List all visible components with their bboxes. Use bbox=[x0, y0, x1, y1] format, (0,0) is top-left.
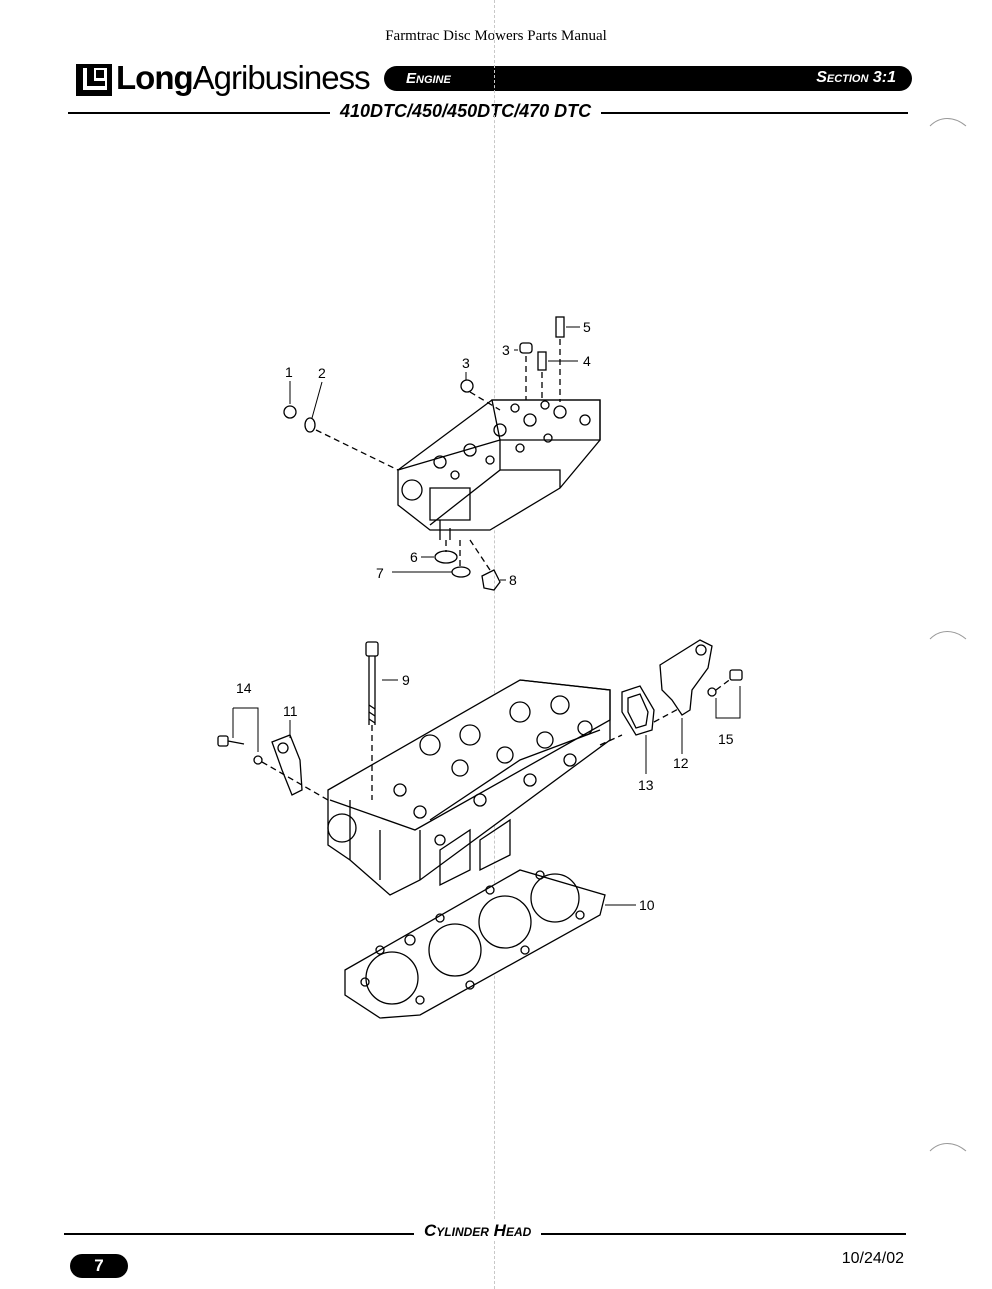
part-7-seal bbox=[451, 566, 471, 578]
part-8-plug bbox=[481, 569, 501, 591]
brand-name: LongAgribusiness bbox=[116, 58, 371, 98]
brand-regular: Agribusiness bbox=[192, 59, 371, 96]
callout-11: 11 bbox=[283, 703, 298, 719]
callout-4: 4 bbox=[583, 353, 591, 369]
scan-fold-line bbox=[494, 0, 495, 1289]
part-5-guide bbox=[555, 316, 565, 338]
lower-cylinder-head bbox=[327, 679, 611, 896]
callout-15: 15 bbox=[718, 731, 734, 747]
part-11-bracket bbox=[271, 734, 303, 796]
scan-artifact-icon bbox=[929, 118, 967, 127]
model-list: 410DTC/450/450DTC/470 DTC bbox=[330, 101, 602, 122]
section-bar: Engine Section 3:1 bbox=[384, 66, 912, 91]
footer-title: Cylinder Head bbox=[414, 1221, 542, 1241]
section-number: Section 3:1 bbox=[816, 69, 896, 86]
part-13-gasket bbox=[621, 685, 655, 736]
callout-8: 8 bbox=[509, 572, 517, 588]
part-6-ring bbox=[434, 550, 458, 564]
section-label: Engine bbox=[406, 70, 451, 87]
upper-cylinder-head bbox=[397, 399, 601, 540]
scan-artifact-icon bbox=[929, 1143, 967, 1152]
long-logo-icon bbox=[76, 64, 112, 96]
callout-14: 14 bbox=[236, 680, 252, 696]
scan-artifact-icon bbox=[929, 631, 967, 640]
part-10-gasket bbox=[344, 869, 606, 1019]
part-4-guide bbox=[537, 351, 547, 371]
callout-7: 7 bbox=[376, 565, 384, 581]
document-title: Farmtrac Disc Mowers Parts Manual bbox=[385, 28, 607, 44]
callout-10: 10 bbox=[639, 897, 655, 913]
part-3-seal bbox=[460, 379, 474, 393]
callout-9: 9 bbox=[402, 672, 410, 688]
callout-12: 12 bbox=[673, 755, 689, 771]
page-number-badge: 7 bbox=[70, 1254, 128, 1278]
page-date: 10/24/02 bbox=[841, 1250, 904, 1267]
callout-2: 2 bbox=[318, 365, 326, 381]
callout-5: 5 bbox=[583, 319, 591, 335]
callout-3a: 3 bbox=[462, 355, 470, 371]
part-9-bolt bbox=[365, 641, 379, 725]
callout-6: 6 bbox=[410, 549, 418, 565]
part-2-washer bbox=[304, 417, 316, 433]
part-15-bolt bbox=[729, 669, 743, 681]
callout-1: 1 bbox=[285, 364, 293, 380]
brand-bold: Long bbox=[116, 59, 194, 96]
part-1-nut bbox=[283, 405, 297, 419]
part-3-cap bbox=[519, 342, 533, 354]
part-12-bracket bbox=[659, 639, 713, 716]
callout-13: 13 bbox=[638, 777, 654, 793]
part-14-bolt bbox=[217, 735, 229, 747]
callout-3b: 3 bbox=[502, 342, 510, 358]
